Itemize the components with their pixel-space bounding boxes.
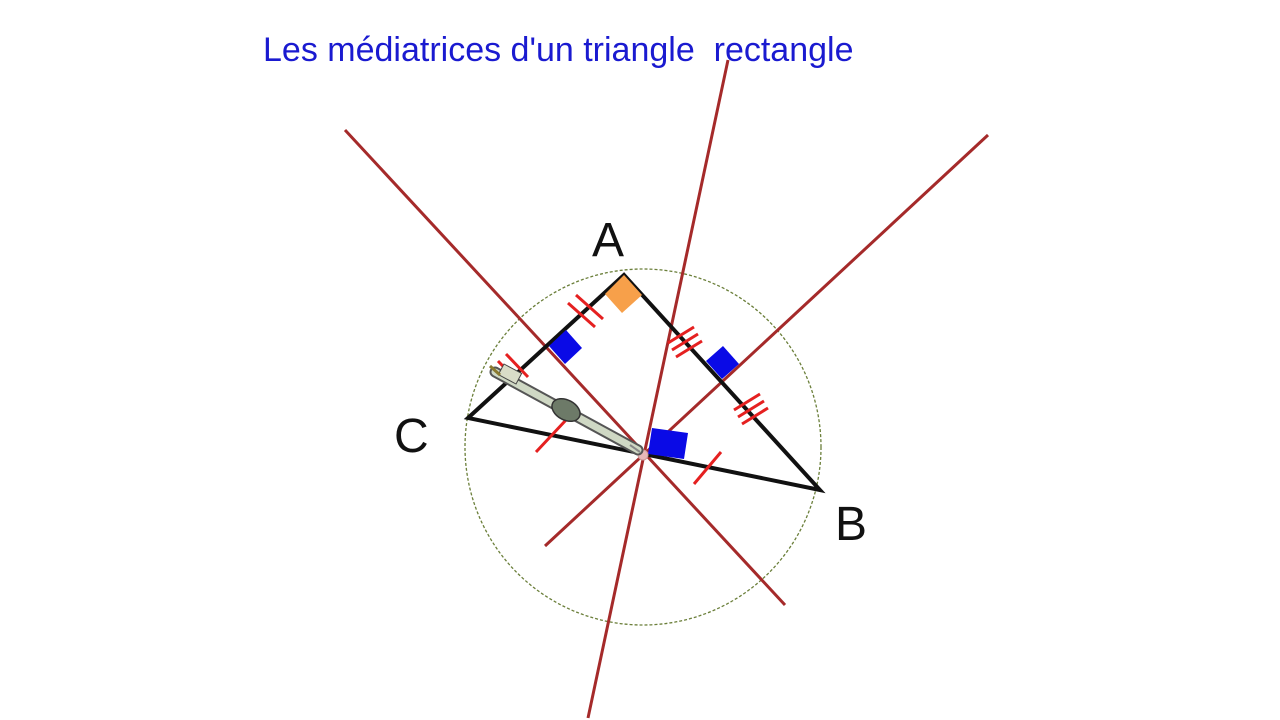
bisector-ab — [543, 133, 990, 548]
vertex-label-a: A — [592, 214, 624, 267]
ticks-ab-lower — [733, 392, 769, 426]
vertex-label-b: B — [835, 498, 867, 551]
ticks-ab-upper — [667, 325, 703, 359]
vertex-label-c: C — [394, 410, 429, 463]
circumcircle — [464, 268, 822, 626]
right-angle-mark-a — [605, 275, 642, 313]
bisector-bc — [586, 59, 730, 719]
tick-cb-left — [534, 418, 568, 454]
ticks-ac-upper — [567, 293, 604, 329]
right-angle-mark-ab — [706, 346, 739, 379]
right-angle-mark-ac — [549, 330, 582, 364]
right-angle-mark-bc — [648, 428, 688, 459]
tick-cb-right — [692, 451, 723, 485]
compass-icon — [488, 363, 644, 456]
bisector-ac — [343, 128, 787, 607]
page-title: Les médiatrices d'un triangle rectangle — [263, 31, 854, 69]
